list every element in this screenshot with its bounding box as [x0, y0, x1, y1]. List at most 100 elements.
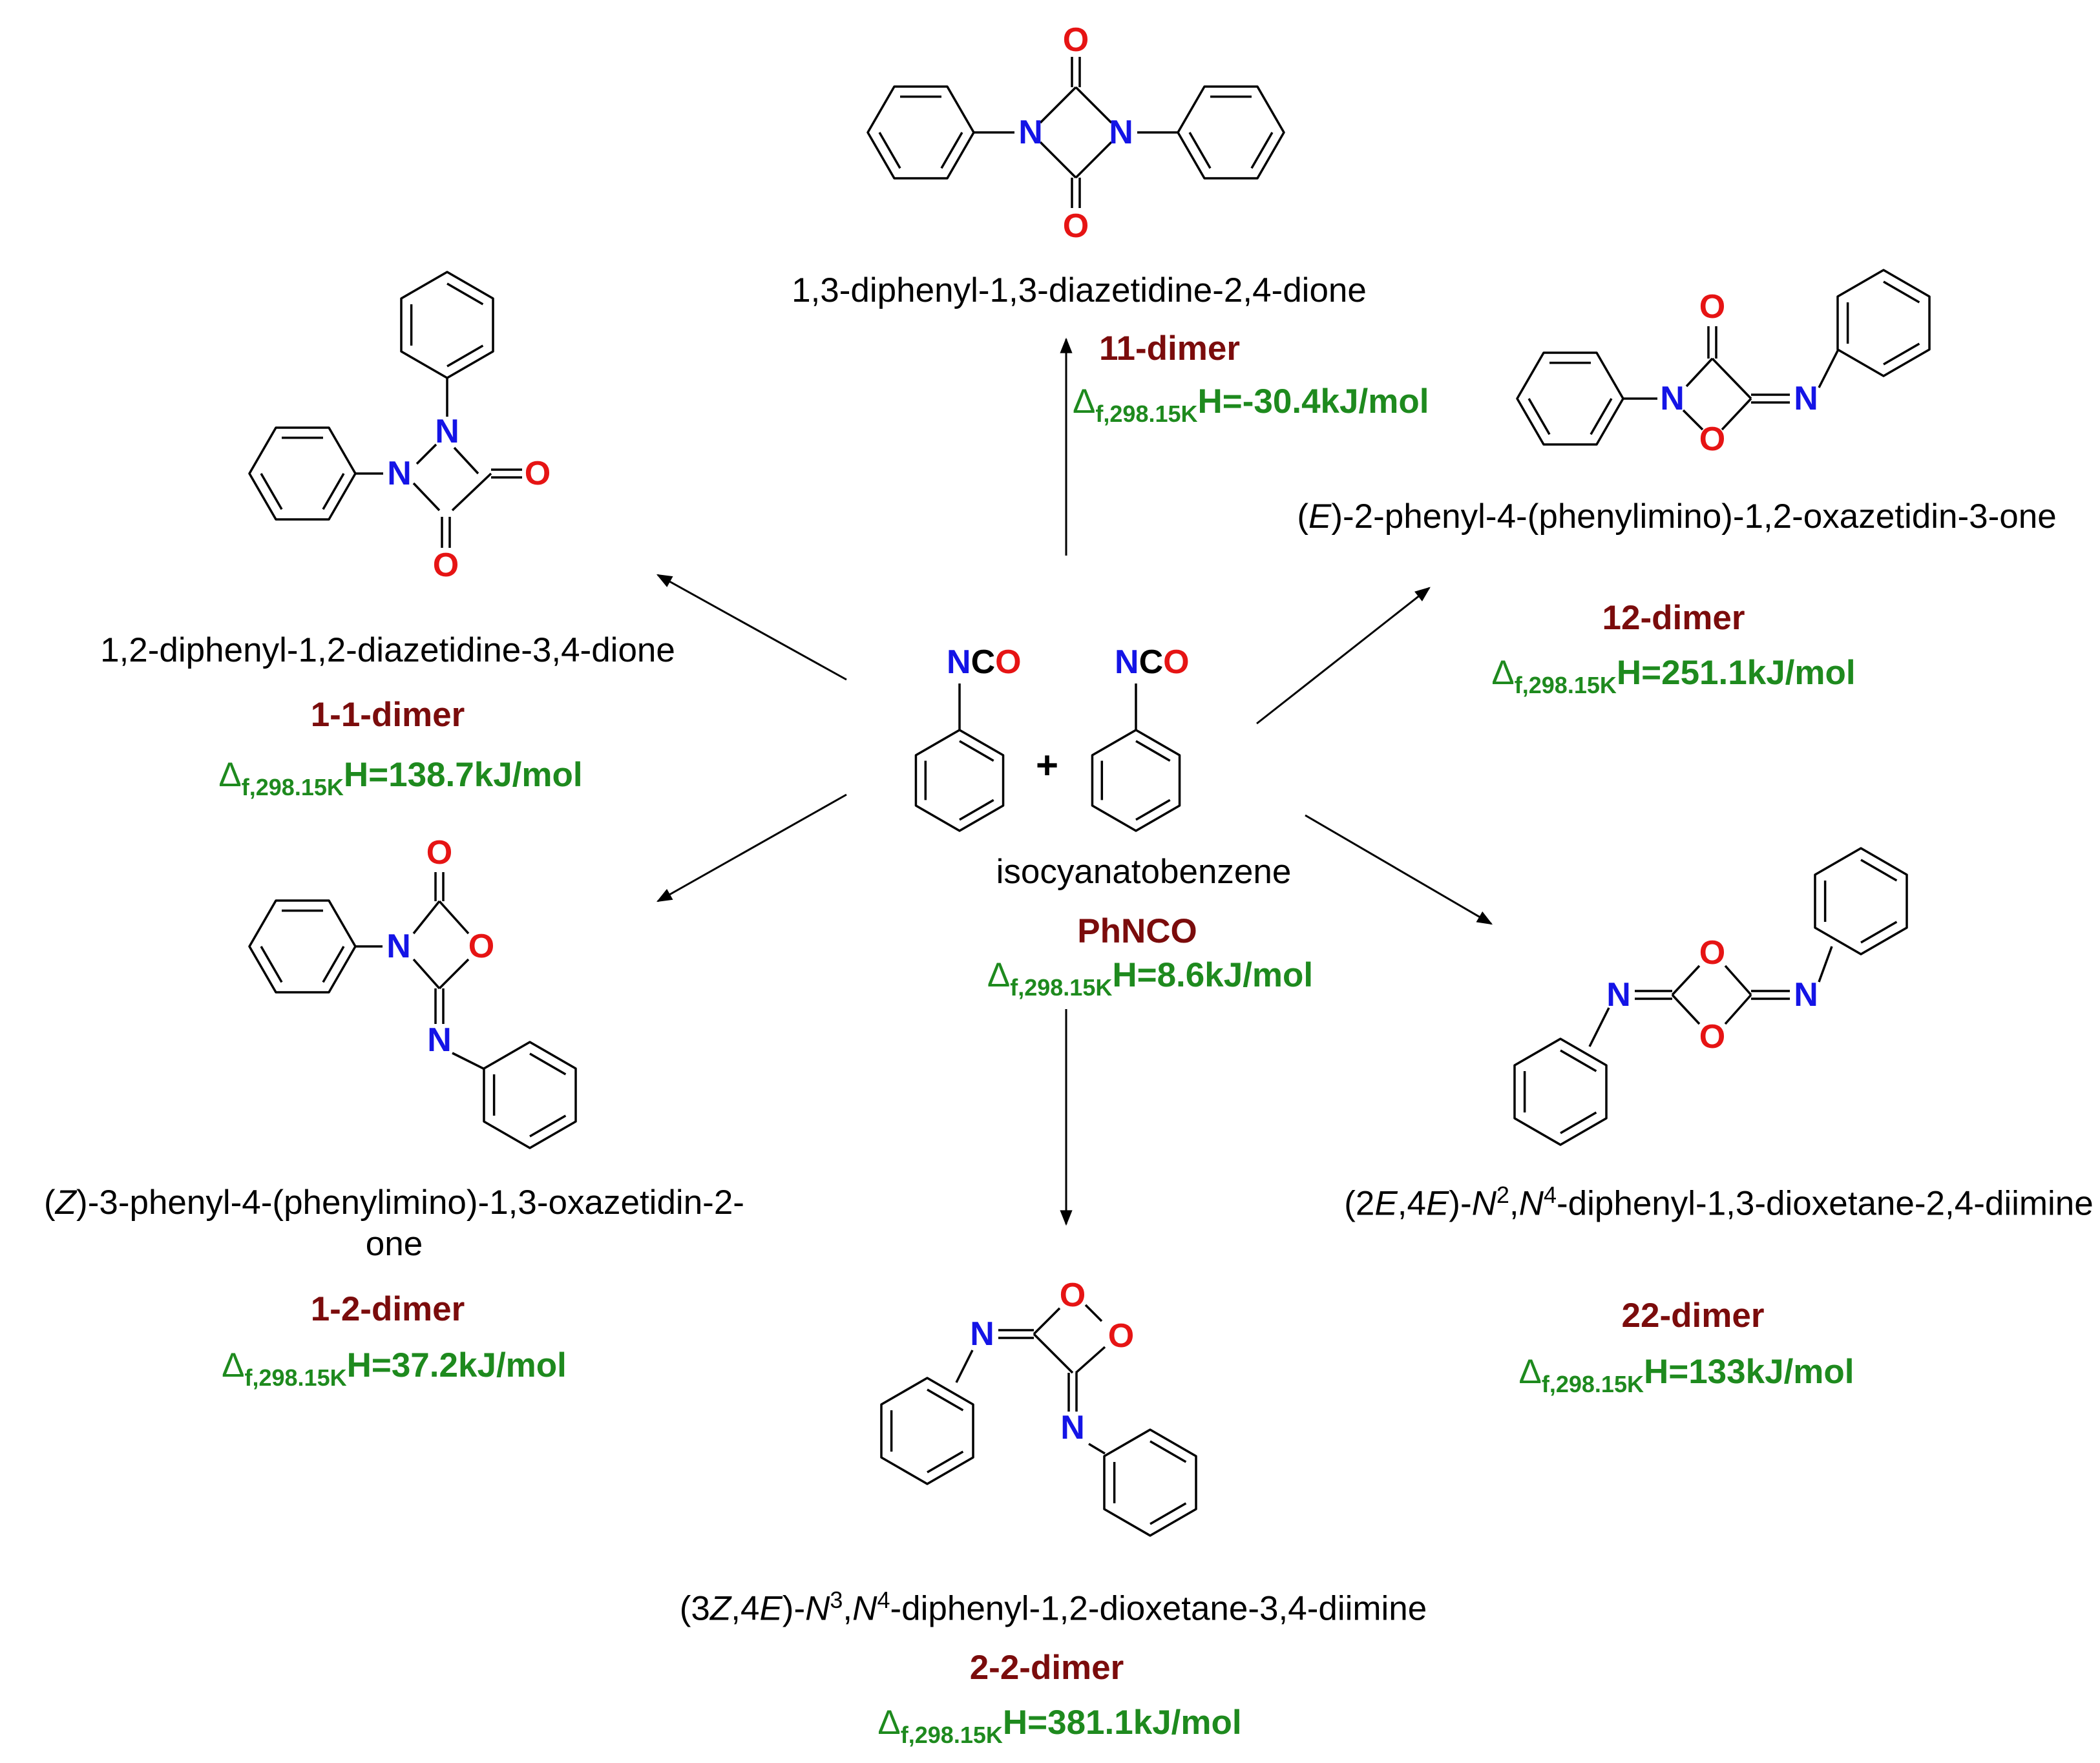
ul-ring-top-double [446, 344, 484, 368]
ul-o-right: O [525, 455, 551, 492]
top-n-right: N [1109, 114, 1133, 151]
bond-21 [412, 958, 441, 990]
ul-ring-left-double [260, 473, 283, 510]
center-ring-right-double [1135, 740, 1171, 762]
ur-ring-left-double [1590, 398, 1613, 435]
lr-p5: -diphenyl-1,3-dioxetane-2,4-diimine [1556, 1184, 2094, 1223]
lr-n-left: N [1606, 976, 1631, 1014]
ur-ring-left-double [1528, 398, 1551, 435]
b-p1: (3 [679, 1589, 710, 1628]
bond-9 [415, 443, 437, 465]
lower-right-iupac-name: (2E,4E)-N2,N4-diphenyl-1,3-dioxetane-2,4… [1344, 1174, 2094, 1225]
center-o-2: O [1163, 643, 1190, 681]
bond-20 [438, 958, 470, 990]
center-ring-right-double [1135, 798, 1171, 821]
bond-18 [412, 900, 441, 935]
ur-o-ring: O [1699, 421, 1725, 458]
lr-ring-bottom-double [1560, 1049, 1597, 1072]
top-dimer-name: 11-dimer [1098, 329, 1240, 368]
bond-29 [1588, 1007, 1610, 1047]
top-delta: Δ [1073, 382, 1096, 421]
center-enthalpy: Δf,298.15KH=8.6kJ/mol [930, 955, 1370, 1008]
bond-14 [1721, 397, 1752, 431]
bottom-enthalpy-sub: f,298.15K [900, 1722, 1003, 1748]
ul-ring-left-double [322, 473, 345, 510]
center-enthalpy-sub: f,298.15K [1010, 974, 1113, 1001]
arrow-to-upper-right-dimer [1256, 587, 1431, 725]
ll-n-ring: N [386, 928, 411, 965]
top-enthalpy-value: H=-30.4kJ/mol [1197, 382, 1429, 421]
b-n-down: N [1060, 1409, 1085, 1446]
bond-30 [1033, 1307, 1061, 1335]
bond-34 [955, 1350, 974, 1383]
bond-32 [1075, 1346, 1106, 1374]
center-ring-right [1091, 729, 1181, 832]
top-ring-left [866, 85, 975, 180]
lr-ring-top-double [1860, 921, 1898, 944]
bond-28 [1818, 946, 1833, 983]
center-ring-left-double [959, 798, 994, 821]
upper-right-enthalpy: Δf,298.15KH=251.1kJ/mol [1460, 652, 1887, 706]
top-ring-left-double [878, 132, 901, 169]
b-ring-left [880, 1377, 974, 1485]
lower-left-dimer-name: 1-2-dimer [310, 1290, 465, 1328]
lower-right-enthalpy-sub: f,298.15K [1541, 1371, 1644, 1397]
ul-ring-left [248, 426, 357, 521]
bond-7 [451, 472, 492, 512]
top-ring-right [1177, 85, 1285, 180]
ur-ring-right-double [1883, 342, 1920, 366]
top-iupac-name: 1,3-diphenyl-1,3-diazetidine-2,4-dione [792, 271, 1367, 309]
ll-n-imine: N [427, 1021, 452, 1059]
lower-left-enthalpy-value: H=37.2kJ/mol [346, 1346, 567, 1384]
upper-right-iupac-stereo: E [1308, 497, 1332, 536]
lr-p1: (2 [1344, 1184, 1375, 1223]
bond-15 [1682, 409, 1704, 431]
upper-left-enthalpy-sub: f,298.15K [241, 774, 344, 800]
center-n-2: N [1115, 643, 1139, 681]
b-i3: N [805, 1589, 830, 1628]
b-i2: E [759, 1589, 782, 1628]
center-n-1: N [947, 643, 971, 681]
ll-ring-right-double [529, 1114, 567, 1138]
ur-ring-left [1516, 351, 1624, 446]
bond-35 [1088, 1443, 1106, 1455]
b-ring-right [1103, 1428, 1197, 1537]
lr-i1: E [1374, 1184, 1398, 1223]
lr-o-bottom: O [1699, 1018, 1725, 1056]
bond-13 [1711, 357, 1752, 400]
bond-17 [1818, 349, 1840, 388]
bond-12 [1685, 357, 1714, 388]
arrow-to-lower-left-dimer [656, 793, 847, 902]
top-ring-left-double [940, 132, 963, 169]
ul-n-top: N [435, 413, 459, 450]
top-ring-right-double [1250, 132, 1274, 169]
b-n-left: N [970, 1315, 994, 1353]
lr-i2: E [1425, 1184, 1449, 1223]
bottom-enthalpy-value: H=381.1kJ/mol [1002, 1704, 1242, 1742]
ur-n-imine: N [1794, 380, 1818, 417]
upper-right-iupac-name: (E)-2-phenyl-4-(phenylimino)-1,2-oxazeti… [1279, 496, 2074, 537]
upper-right-iupac-rest: )-2-phenyl-4-(phenylimino)-1,2-oxazetidi… [1331, 497, 2057, 536]
upper-left-iupac-name: 1,2-diphenyl-1,2-diazetidine-3,4-dione [100, 631, 675, 669]
lower-right-enthalpy: Δf,298.15KH=133kJ/mol [1480, 1351, 1893, 1405]
center-n-co-label-1: NCO [947, 643, 1022, 682]
bond-1 [1075, 86, 1113, 124]
ul-n-left: N [387, 455, 412, 492]
ll-ring-left [248, 899, 357, 994]
bond-8 [412, 482, 441, 512]
ll-ring-right [483, 1041, 577, 1149]
center-o-1: O [995, 643, 1022, 681]
lr-i4: N [1518, 1184, 1544, 1223]
lower-right-delta: Δ [1518, 1353, 1542, 1391]
top-n-left: N [1018, 114, 1043, 151]
lower-left-enthalpy: Δf,298.15KH=37.2kJ/mol [187, 1345, 601, 1399]
b-o-right: O [1108, 1317, 1134, 1355]
lr-i3: N [1471, 1184, 1496, 1223]
ll-ring-left-double [322, 946, 345, 983]
top-ring-right-double [1188, 132, 1212, 169]
b-o-top: O [1060, 1277, 1086, 1314]
bottom-delta: Δ [877, 1704, 901, 1742]
b-sup1: 3 [830, 1587, 843, 1613]
upper-left-enthalpy: Δf,298.15KH=138.7kJ/mol [194, 755, 607, 808]
